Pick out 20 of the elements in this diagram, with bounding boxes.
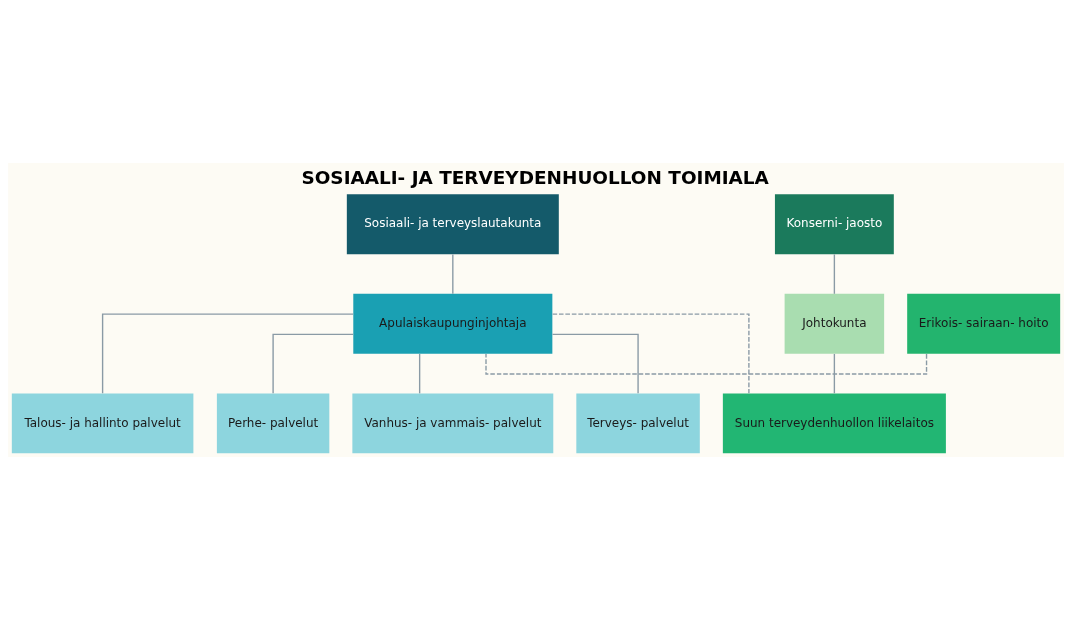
node-box: Konserni- jaosto: [774, 193, 894, 254]
node-box: Erikois- sairaan- hoito: [907, 293, 1061, 354]
connector: [452, 253, 454, 294]
node-box: Johtokunta: [784, 293, 885, 354]
connector: [833, 352, 836, 394]
node-box: Perhe- palvelut: [216, 392, 330, 453]
connector: [551, 312, 750, 394]
connector: [551, 333, 639, 394]
diagram-title: SOSIAALI- JA TERVEYDENHUOLLON TOIMIALA: [301, 166, 769, 188]
node-box: Sosiaali- ja terveyslautakunta: [346, 193, 559, 254]
connector: [485, 352, 928, 375]
node-box: Terveys- palvelut: [576, 392, 700, 453]
node-box: Vanhus- ja vammais- palvelut: [352, 392, 554, 453]
connector: [418, 352, 421, 394]
connector: [833, 253, 836, 294]
node-box: Apulaiskaupunginjohtaja: [353, 293, 553, 354]
node-box: Suun terveydenhuollon liikelaitos: [722, 392, 946, 453]
node-box: Talous- ja hallinto palvelut: [11, 392, 194, 453]
connector: [101, 312, 354, 394]
connector: [272, 333, 354, 394]
